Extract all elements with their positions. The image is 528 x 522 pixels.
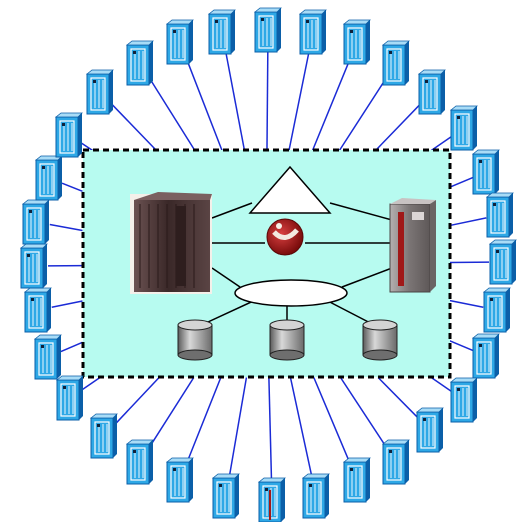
terminal-link — [81, 376, 101, 391]
terminal-tower-icon — [449, 377, 478, 423]
terminal-link — [289, 377, 314, 483]
server-cluster — [81, 148, 452, 379]
terminal-tower-icon — [19, 243, 48, 289]
terminal-link — [268, 377, 273, 487]
terminal-tower-icon — [33, 334, 62, 380]
terminal-link — [109, 101, 157, 152]
terminal-link — [338, 74, 390, 151]
terminal-link — [113, 376, 160, 427]
terminal-link — [60, 341, 83, 353]
terminal-link — [49, 223, 83, 232]
disk-storage-icon — [177, 319, 213, 361]
terminal-link — [146, 377, 195, 451]
terminal-link — [184, 377, 222, 468]
enterprise-server-icon — [389, 198, 436, 293]
terminal-link — [227, 377, 248, 483]
terminal-tower-icon — [85, 69, 114, 115]
terminal-tower-icon — [125, 439, 154, 485]
terminal-link — [266, 43, 269, 151]
terminal-link — [377, 376, 421, 421]
disk-storage-icon — [269, 319, 305, 361]
terminal-tower-icon — [449, 105, 478, 151]
connection-line — [329, 202, 393, 221]
terminal-tower-icon — [89, 413, 118, 459]
red-round-logo-icon — [266, 218, 304, 256]
terminal-link — [146, 74, 196, 151]
terminal-link — [430, 376, 453, 393]
terminal-tower-icon — [253, 7, 282, 53]
terminal-link — [449, 176, 474, 188]
terminal-tower-icon — [298, 9, 327, 55]
terminal-tower-icon — [55, 375, 84, 421]
terminal-tower-icon — [471, 149, 500, 195]
terminal-link — [313, 377, 353, 468]
terminal-tower-icon — [485, 192, 514, 238]
terminal-link — [51, 300, 83, 308]
terminal-tower-icon — [21, 199, 50, 245]
terminal-ring — [19, 7, 517, 522]
terminal-link — [61, 182, 83, 192]
terminal-tower-icon — [471, 333, 500, 379]
terminal-link — [449, 340, 474, 352]
terminal-link — [311, 54, 353, 151]
terminal-tower-icon — [482, 287, 511, 333]
terminal-link — [288, 45, 311, 151]
terminal-link — [339, 377, 389, 451]
terminal-link — [80, 142, 94, 152]
terminal-tower-icon — [165, 457, 194, 503]
terminal-tower-icon — [54, 112, 83, 158]
terminal-link — [449, 217, 487, 227]
terminal-tower-icon — [381, 40, 410, 86]
terminal-tower-icon — [125, 40, 154, 86]
mainframe-server-icon — [130, 192, 212, 294]
terminal-tower-icon — [207, 9, 236, 55]
triangle-hub-icon — [248, 165, 332, 214]
terminal-tower-icon — [342, 19, 371, 65]
connection-line — [341, 267, 393, 288]
terminal-tower-icon — [165, 19, 194, 65]
terminal-tower-icon — [417, 69, 446, 115]
terminal-links — [47, 43, 490, 487]
terminal-link — [449, 299, 484, 309]
terminal-tower-icon — [488, 239, 517, 285]
connection-line — [211, 267, 241, 288]
terminal-tower-icon — [23, 287, 52, 333]
terminal-tower-icon — [257, 477, 286, 522]
terminal-tower-icon — [415, 407, 444, 453]
connection-line — [211, 202, 253, 219]
terminal-tower-icon — [301, 473, 330, 519]
ellipse-bus-icon — [234, 279, 348, 307]
terminal-tower-icon — [381, 439, 410, 485]
terminal-link — [184, 54, 223, 151]
terminal-link — [375, 101, 423, 152]
disk-storage-icon — [362, 319, 398, 361]
terminal-link — [223, 45, 246, 151]
terminal-tower-icon — [211, 473, 240, 519]
terminal-tower-icon — [34, 155, 63, 201]
terminal-link — [430, 135, 453, 152]
terminal-tower-icon — [342, 457, 371, 503]
cluster-connections — [194, 202, 393, 329]
